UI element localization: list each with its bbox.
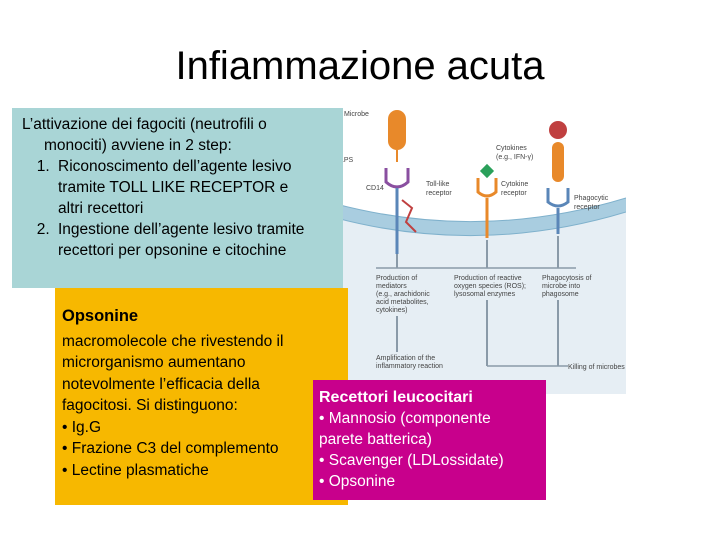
cell-cytoplasm bbox=[336, 208, 626, 394]
step-text: Riconoscimento dell’agente lesivo bbox=[58, 158, 292, 175]
ros-label: oxygen species (ROS); bbox=[454, 283, 526, 290]
opsonine-line: • Lectine plasmatiche bbox=[62, 461, 209, 479]
opsonine-line: notevolmente l’efficacia della bbox=[62, 375, 260, 393]
microbe-icon bbox=[388, 110, 406, 150]
tlr-label-2: receptor bbox=[426, 190, 452, 197]
intro-line-2: monociti) avviene in 2 step: bbox=[44, 137, 232, 154]
amplification-label: inflammatory reaction bbox=[376, 363, 443, 370]
opsonized-microbe-icon bbox=[552, 142, 564, 182]
cd14-receptor-icon bbox=[384, 168, 410, 189]
tlr-chain-icon bbox=[401, 199, 417, 233]
mediators-label: cytokines) bbox=[376, 307, 408, 314]
cd14-label: CD14 bbox=[366, 185, 384, 192]
membrane-outer-line bbox=[336, 197, 626, 223]
recettori-line: • Opsonine bbox=[319, 473, 396, 490]
phagocytosis-label: Phagocytosis of bbox=[542, 275, 591, 282]
intro-line-1: L’attivazione dei fagociti (neutrofili o bbox=[22, 116, 267, 133]
step-text: tramite TOLL LIKE RECEPTOR e bbox=[58, 179, 289, 196]
lps-label: LPS bbox=[340, 157, 354, 164]
phagocytic-receptor-label-2: receptor bbox=[574, 204, 600, 211]
killing-label: Killing of microbes bbox=[568, 364, 625, 371]
phagocytic-receptor-icon bbox=[546, 188, 570, 208]
cell-membrane bbox=[336, 198, 626, 236]
cytokine-receptor-label-2: receptor bbox=[501, 190, 527, 197]
cytokine-receptor-label: Cytokine bbox=[501, 181, 528, 188]
cytokine-receptor-icon bbox=[476, 178, 498, 198]
phagocyte-activation-diagram: Microbe LPS CD14 Cytokines (e.g., IFN-γ)… bbox=[336, 110, 626, 394]
step-text: altri recettori bbox=[58, 200, 144, 217]
recettori-line: parete batterica) bbox=[319, 431, 432, 448]
ros-label: lysosomal enzymes bbox=[454, 291, 516, 298]
recettori-line: • Mannosio (componente bbox=[319, 410, 491, 427]
amplification-label: Amplification of the bbox=[376, 355, 435, 362]
intro-text-box: L’attivazione dei fagociti (neutrofili o… bbox=[12, 108, 343, 288]
opsonine-line: microrganismo aumentano bbox=[62, 354, 246, 371]
step-list: Riconoscimento dell’agente lesivo tramit… bbox=[22, 156, 337, 261]
cytokines-label: Cytokines bbox=[496, 145, 527, 152]
mediators-label: Production of bbox=[376, 275, 417, 282]
phagocytosis-label: microbe into bbox=[542, 283, 580, 290]
step-item: Ingestione dell’agente lesivo tramite re… bbox=[54, 219, 337, 261]
phagocytic-receptor-label: Phagocytic bbox=[574, 195, 609, 202]
opsonine-heading: Opsonine bbox=[62, 307, 139, 325]
tlr-label: Toll-like bbox=[426, 181, 449, 188]
cytokines-example-label: (e.g., IFN-γ) bbox=[496, 154, 533, 161]
opsonine-line: • Frazione C3 del complemento bbox=[62, 440, 279, 457]
opsonine-line: macromolecole che rivestendo il bbox=[62, 332, 284, 350]
ros-label: Production of reactive bbox=[454, 275, 522, 282]
opsonine-line: • Ig.G bbox=[62, 418, 102, 436]
mediators-label: acid metabolites, bbox=[376, 299, 429, 306]
phagocytosis-label: phagosome bbox=[542, 291, 579, 298]
step-item: Riconoscimento dell’agente lesivo tramit… bbox=[54, 156, 337, 219]
cytokine-icon bbox=[479, 163, 495, 179]
step-text: recettori per opsonine e citochine bbox=[58, 242, 287, 259]
recettori-heading: Recettori leucocitari bbox=[319, 389, 473, 406]
recettori-line: • Scavenger (LDLossidate) bbox=[319, 452, 504, 469]
slide-title: Infiammazione acuta bbox=[175, 44, 545, 88]
membrane-inner-line bbox=[336, 211, 626, 237]
opsonine-line: fagocitosi. Si distinguono: bbox=[62, 397, 238, 414]
step-text: Ingestione dell’agente lesivo tramite bbox=[58, 221, 305, 238]
recettori-box: Recettori leucocitari • Mannosio (compon… bbox=[313, 380, 546, 500]
opsonine-box: Opsonine macromolecole che rivestendo il… bbox=[55, 288, 348, 505]
microbe-label: Microbe bbox=[344, 111, 369, 118]
mediators-label: mediators bbox=[376, 283, 407, 290]
mediators-label: (e.g., arachidonic bbox=[376, 291, 430, 298]
microbe-particle-icon bbox=[549, 121, 567, 139]
